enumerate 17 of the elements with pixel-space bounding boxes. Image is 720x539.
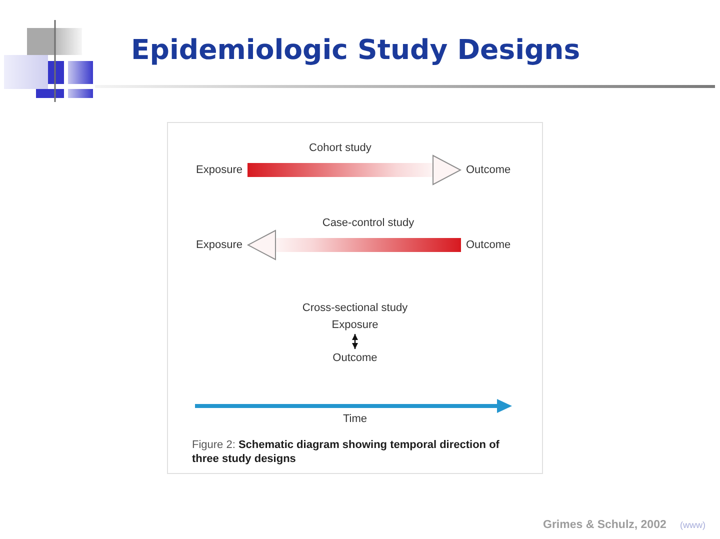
study-heading: Cross-sectional study bbox=[302, 301, 408, 315]
node-label: Outcome bbox=[466, 163, 511, 177]
node-label: Outcome bbox=[332, 351, 378, 365]
node-label: Outcome bbox=[466, 238, 511, 252]
citation-text: Grimes & Schulz, 2002 bbox=[543, 518, 666, 532]
edge-label: Cohort study bbox=[309, 141, 372, 155]
node-label: Exposure bbox=[196, 238, 242, 252]
axis-label: Time bbox=[342, 412, 368, 426]
slide-title: Epidemiologic Study Designs bbox=[131, 33, 580, 67]
node-label: Exposure bbox=[332, 318, 378, 332]
arrow bbox=[352, 334, 358, 349]
block-arrow bbox=[247, 155, 461, 185]
node-label: Exposure bbox=[196, 163, 242, 177]
edge-label: Case-control study bbox=[322, 216, 414, 230]
block-arrow bbox=[247, 230, 461, 260]
link: (www) bbox=[680, 519, 706, 531]
figure-caption: Figure 2: Schematic diagram showing temporal direction of three study designs bbox=[192, 438, 500, 466]
